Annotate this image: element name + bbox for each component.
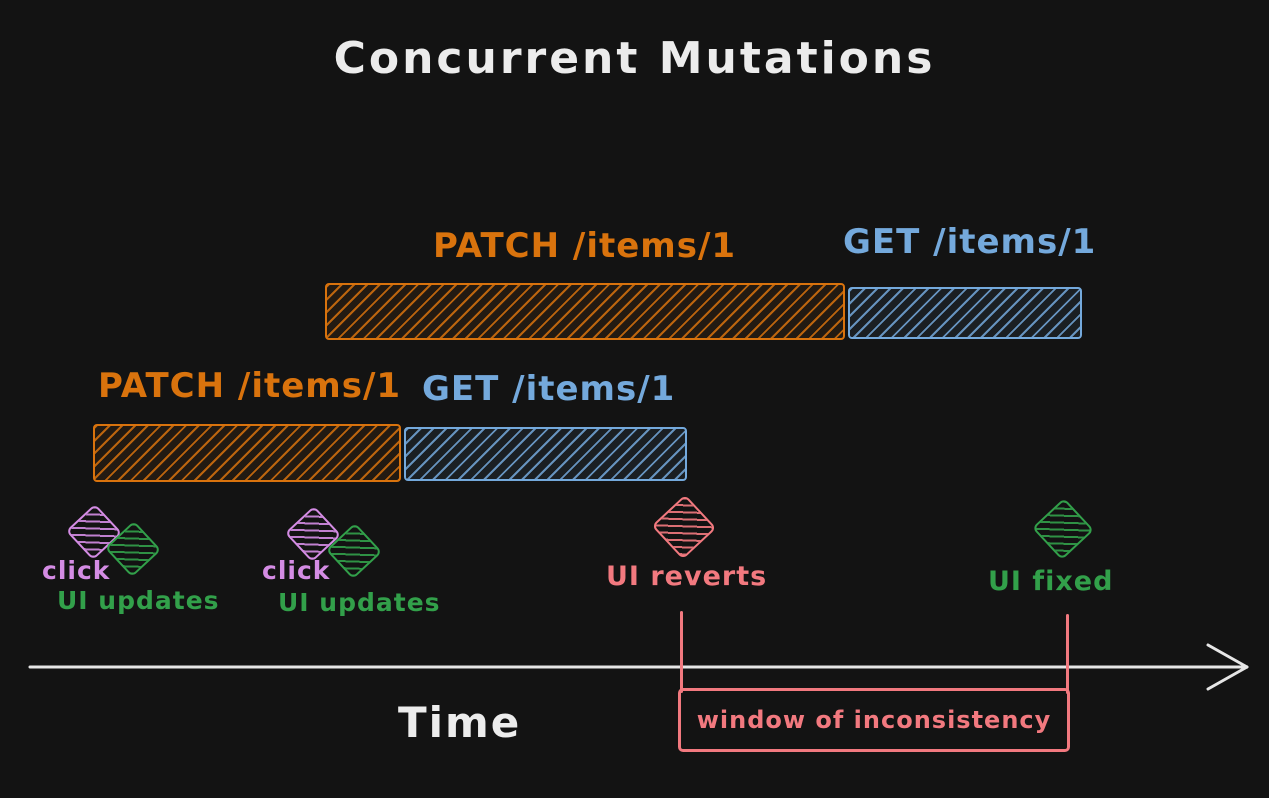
- row2-get-request-bar: [404, 427, 687, 481]
- row1-get-request-bar: [848, 287, 1082, 339]
- click-label-1: click: [42, 556, 111, 585]
- ui-updates-label-1: UI updates: [57, 586, 220, 615]
- time-axis-arrow: [28, 643, 1249, 691]
- ui-reverts-marker-diamond: [651, 494, 717, 560]
- click-label-2: click: [262, 556, 331, 585]
- ui-reverts-label: UI reverts: [606, 561, 768, 592]
- row1-patch-request-bar: [325, 283, 845, 340]
- window-of-inconsistency-box: window of inconsistency: [678, 688, 1070, 752]
- row1-patch-label: PATCH /items/1: [433, 226, 737, 266]
- row2-get-label: GET /items/1: [422, 369, 676, 409]
- ui-fixed-label: UI fixed: [988, 566, 1114, 597]
- row1-get-label: GET /items/1: [843, 222, 1097, 262]
- row2-patch-request-bar: [93, 424, 401, 482]
- window-of-inconsistency-label: window of inconsistency: [696, 706, 1052, 734]
- time-axis-label: Time: [398, 698, 522, 747]
- ui-fixed-marker-diamond: [1031, 497, 1095, 561]
- row2-patch-label: PATCH /items/1: [98, 366, 402, 406]
- inconsistency-start-line: [680, 611, 683, 693]
- diagram-title: Concurrent Mutations: [333, 33, 936, 84]
- inconsistency-end-line: [1066, 614, 1069, 694]
- ui-updates-label-2: UI updates: [278, 588, 441, 617]
